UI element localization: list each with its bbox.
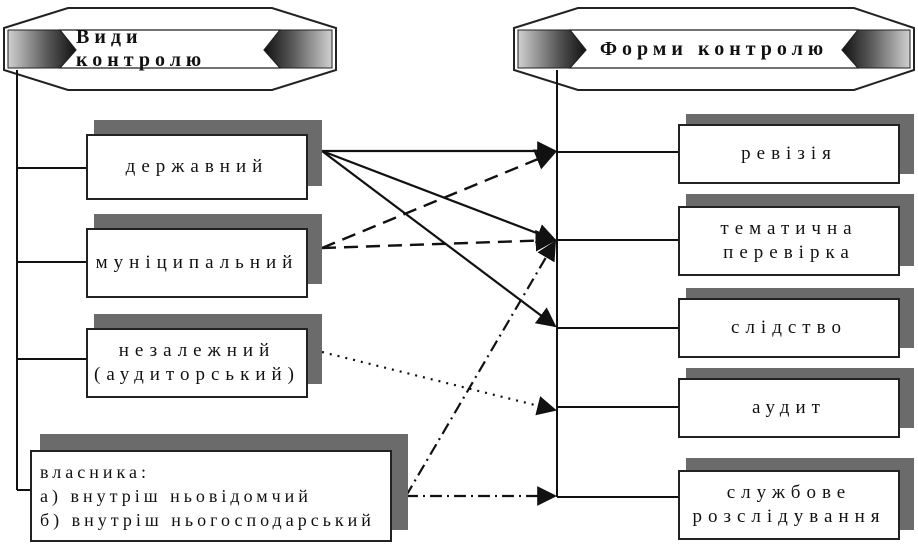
form-box-slid: слідство [678,298,900,358]
form-box-temat: тематична перевірка [678,206,900,276]
type-label-nezal: незалежний (аудиторський) [94,340,300,385]
form-label-audit: аудит [752,397,826,418]
arrow-nezal [321,350,557,416]
form-box-sluzh: службове розслідування [678,470,900,540]
arrows-derzh [321,141,557,328]
type-vlasn-line-1: власника: [40,462,150,482]
type-box-nezal: незалежний (аудиторський) [86,328,308,398]
type-label-munic: муніципальний [95,252,299,273]
form-label-slid: слідство [731,317,847,338]
form-box-audit: аудит [678,378,900,438]
form-label-temat: тематична перевірка [720,218,858,263]
right-header-title: Форми контролю [599,37,829,60]
arrows-vlasn [405,240,557,506]
form-label-sluzh: службове розслідування [692,482,886,527]
right-header-banner [513,7,915,91]
left-header-title: Види контролю [76,26,207,71]
left-trunk [16,70,86,491]
type-vlasn-line-3: б) внутріш ньогосподарський [40,510,375,530]
left-header-banner [3,7,337,91]
type-label-derzh: державний [125,156,269,177]
type-box-vlasn: власника: а) внутріш ньовідомчий б) внут… [30,450,392,542]
right-trunk [556,70,680,498]
type-vlasn-line-2: а) внутріш ньовідомчий [40,486,312,506]
form-box-reviz: ревізія [678,124,900,184]
type-box-derzh: державний [86,134,308,200]
arrows-munic [321,149,558,252]
type-box-munic: муніципальний [86,228,308,298]
form-label-reviz: ревізія [741,143,837,164]
